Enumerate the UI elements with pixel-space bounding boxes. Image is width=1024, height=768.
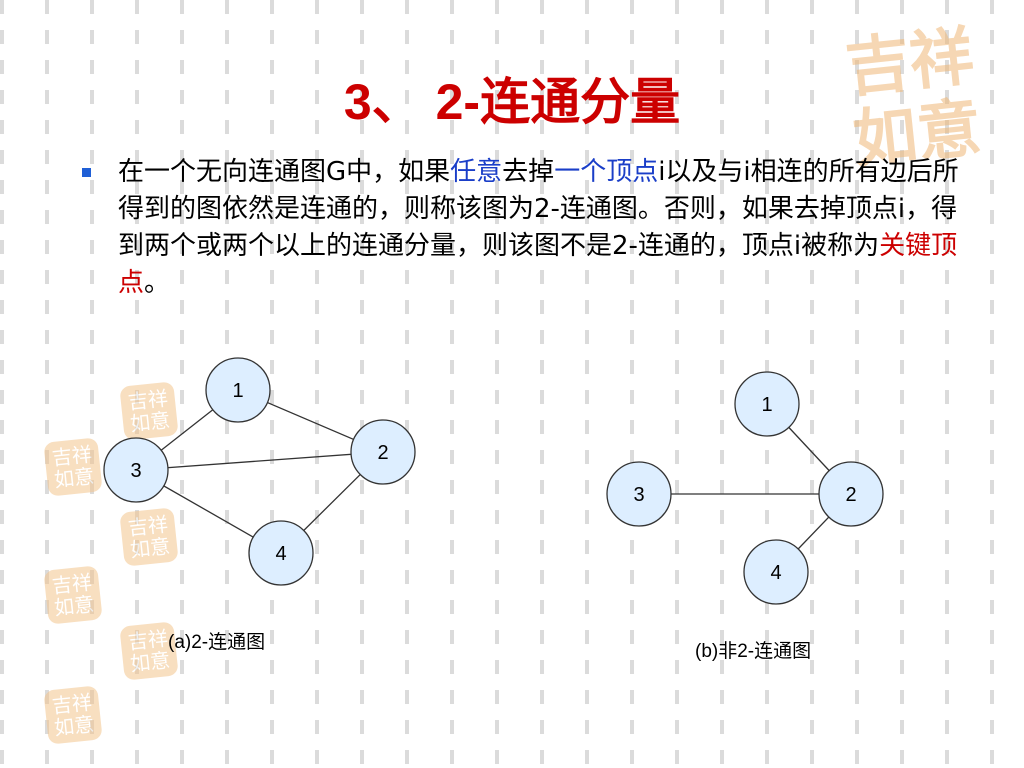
graph-a-node-label: 4	[275, 543, 286, 565]
graph-b-caption: (b)非2-连通图	[695, 641, 812, 662]
graph-b-node-3	[606, 461, 672, 527]
definition-text-part: 一个顶点	[554, 157, 659, 187]
definition-bullet: 在一个无向连通图G中，如果任意去掉一个顶点i以及与i相连的所有边后所得到的图依然…	[82, 154, 982, 302]
graph-a-node-label: 2	[377, 442, 388, 464]
graph-b-node-1	[734, 371, 800, 437]
definition-text-part: 在一个无向连通图G中，如果	[118, 157, 451, 187]
graph-b-node-label: 3	[633, 484, 644, 506]
bullet-square-icon	[82, 168, 91, 177]
graph-a-node-label: 1	[232, 380, 243, 402]
definition-text: 在一个无向连通图G中，如果任意去掉一个顶点i以及与i相连的所有边后所得到的图依然…	[118, 154, 982, 302]
definition-text-part: 去掉	[502, 157, 555, 187]
graph-a-edge-3-2	[135, 451, 384, 471]
graph-b-node-label: 1	[761, 394, 772, 416]
graph-b-node-label: 2	[845, 484, 856, 506]
definition-text-part: 。	[144, 268, 171, 298]
definition-text-part: 关键顶点	[118, 231, 958, 298]
graph-b-node-label: 4	[770, 562, 781, 584]
graph-a-node-1	[205, 357, 271, 423]
graph-a-node-2	[350, 419, 416, 485]
definition-text-part: i以及与i相连的所有边后所得到的图依然是连通的，则称该图为2-连通图。否则，如果…	[118, 157, 959, 261]
graph-a-node-4	[248, 520, 314, 586]
graph-a: 1 2 3 4	[103, 357, 416, 586]
graph-b-node-2	[818, 461, 884, 527]
graph-a-node-label: 3	[130, 460, 141, 482]
graph-a-node-3	[103, 437, 169, 503]
slide-title: 3、 2-连通分量	[343, 74, 681, 130]
definition-text-part: 任意	[450, 157, 503, 187]
graph-b-node-4	[743, 539, 809, 605]
graph-a-caption: (a)2-连通图	[168, 632, 266, 653]
graph-b: 1 2 3 4	[606, 371, 884, 605]
